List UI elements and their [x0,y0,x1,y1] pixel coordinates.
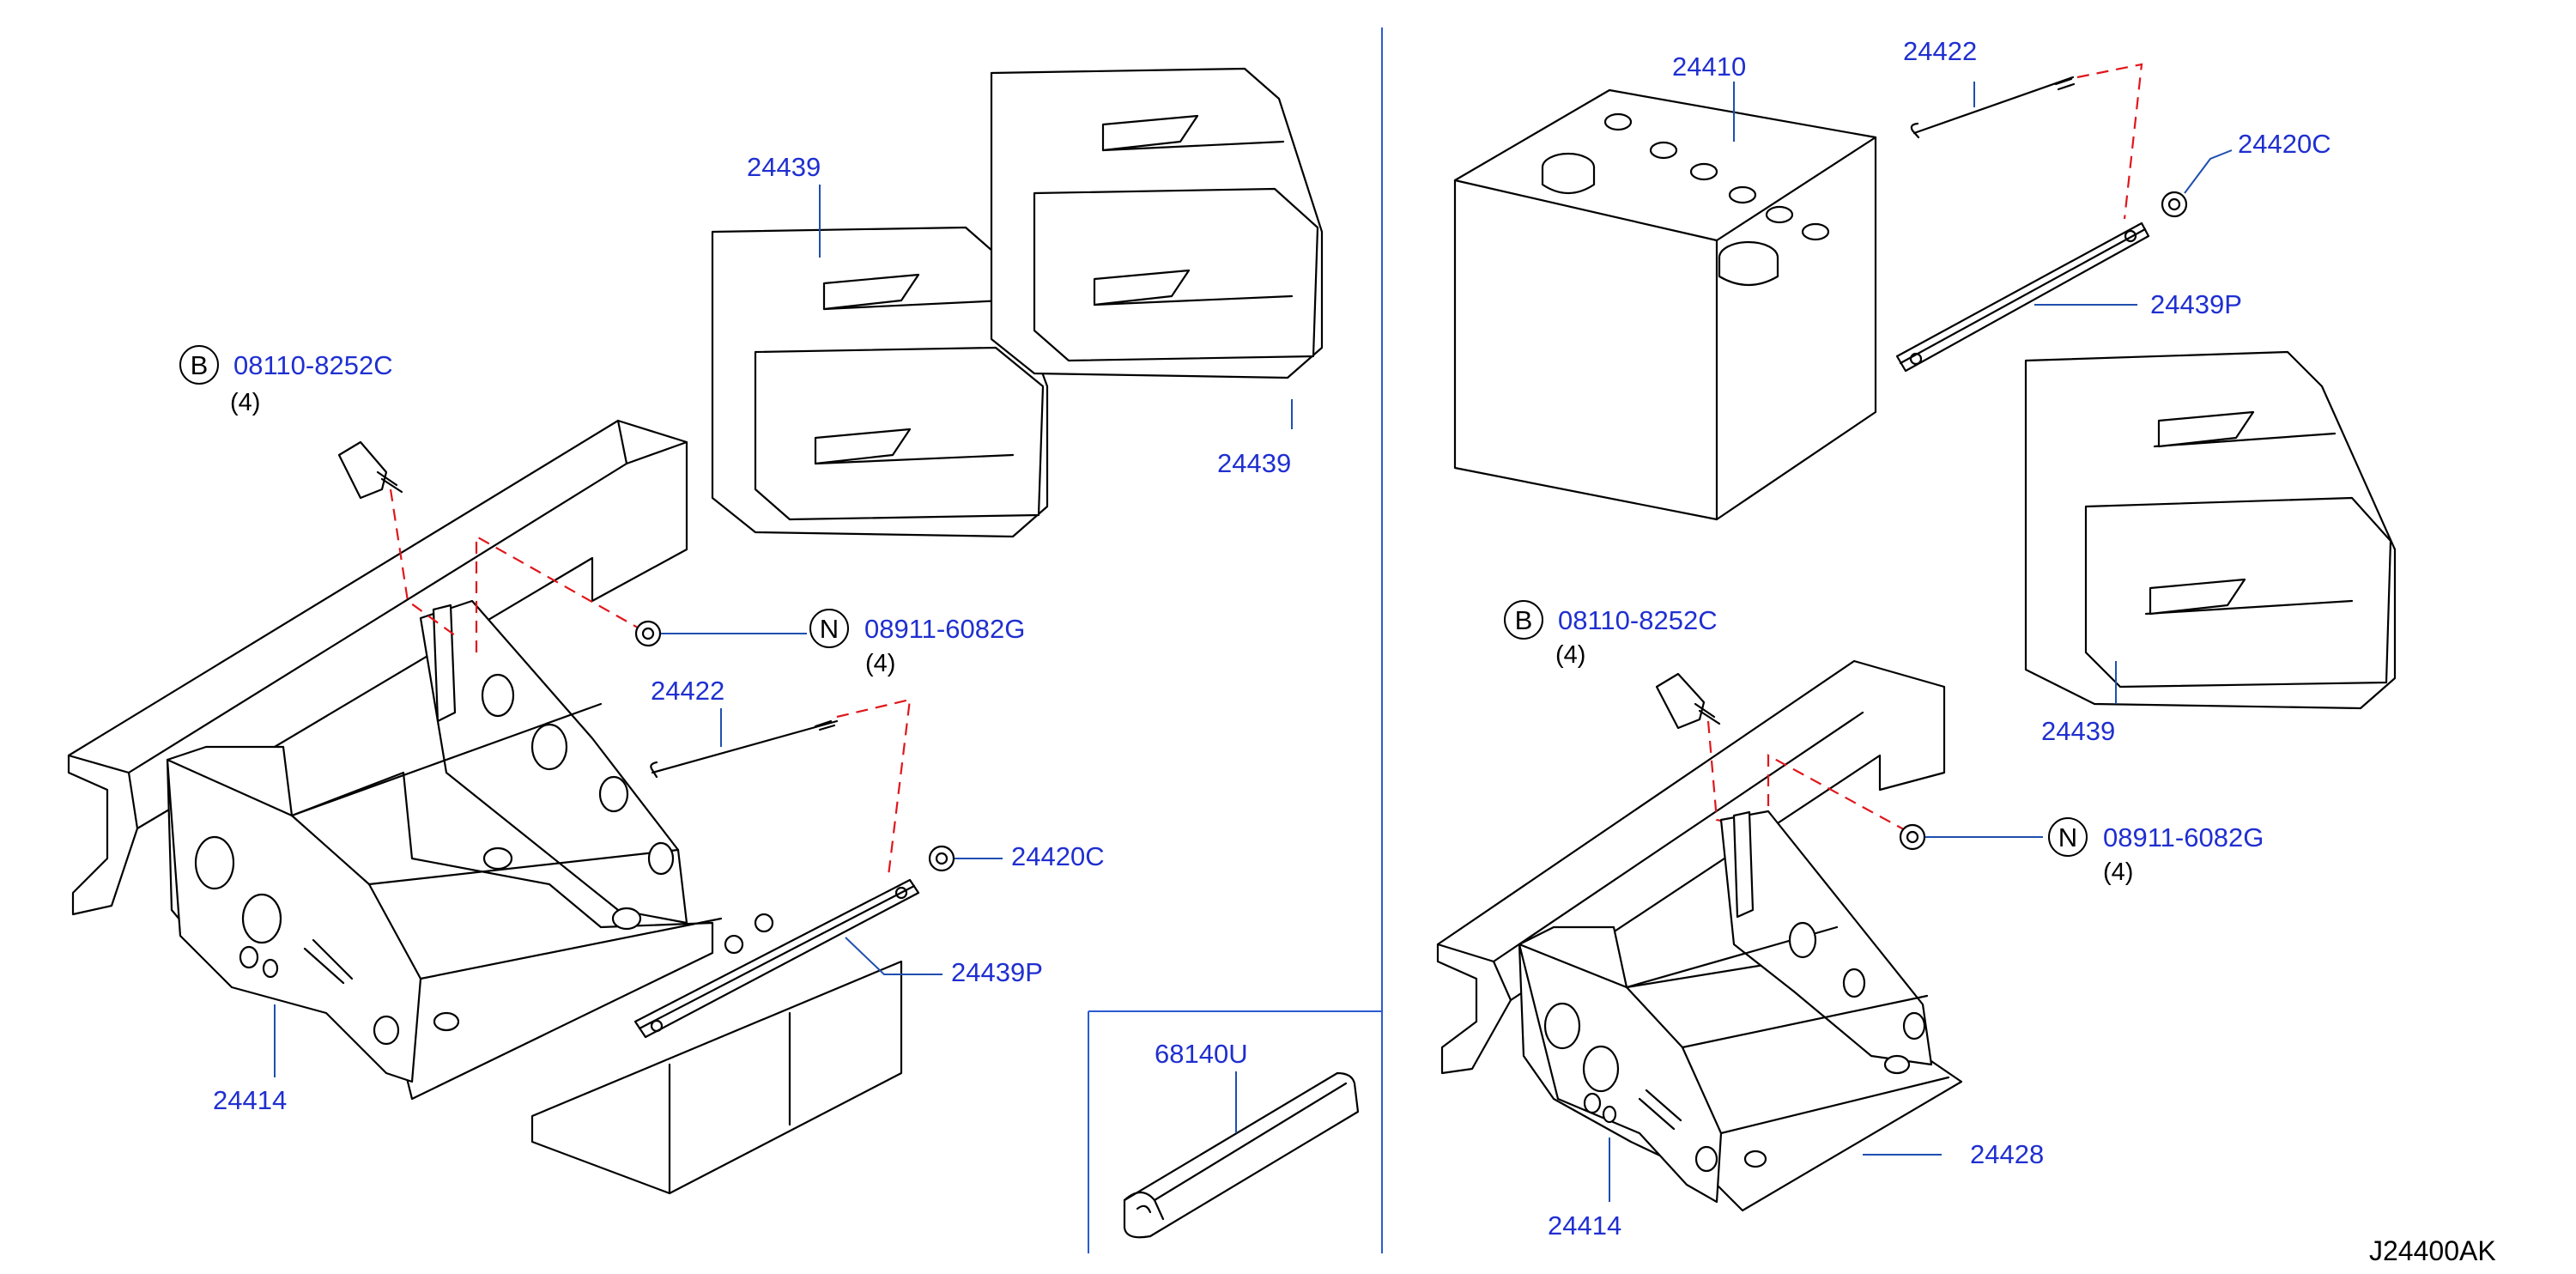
clamp-nut-left [928,845,955,872]
nut-right [1899,823,1926,851]
phantom-line-rod-left [836,698,912,877]
phantom-line-bolt-left [389,488,645,652]
label-tray-left: 24414 [213,1085,287,1115]
bolt-symbol-right [1504,600,1543,640]
bolt-part-number-left: 08110-8252C [233,350,393,380]
side-member-left [67,419,688,916]
label-rod-left: 24422 [651,676,724,706]
tie-box-right [2024,350,2397,710]
callout-nut-right: N 08911-6082G (4) [2048,817,2264,886]
leader-frame-left [845,937,943,975]
hold-down-frame-right [1895,221,2150,373]
label-plate-right: 24428 [1970,1139,2044,1169]
nut-part-number-left: 08911-6082G [864,614,1025,644]
leader-clamp-nut-right [2184,149,2233,194]
battery [1453,88,1877,521]
nut-letter-left: N [820,614,839,644]
battery-under-tray-left [530,913,903,1195]
side-member-right [1436,659,1946,1075]
label-tray-right: 24414 [1548,1210,1621,1241]
bolt-quantity-right: (4) [1555,641,1585,669]
bolt-letter-right: B [1515,605,1533,635]
label-box-upper-a: 24439 [747,152,821,182]
bolt-right [1655,672,1721,730]
bolt-quantity-left: (4) [230,389,260,416]
tie-box-upper-b [990,67,1324,379]
nut-part-number-right: 08911-6082G [2103,822,2264,852]
hold-down-frame-left [633,878,920,1039]
bolt-symbol-left [179,345,219,385]
label-rod-right: 24422 [1903,36,1977,66]
bolt-letter-left: B [191,350,209,380]
panel-separators [1088,27,1383,1253]
edge-trim [1123,1071,1360,1239]
nut-quantity-right: (4) [2103,858,2133,886]
label-clamp-nut-right: 24420C [2238,129,2331,159]
bolt-part-number-right: 08110-8252C [1558,605,1718,635]
hook-rod-right [1910,76,2076,139]
nut-left [634,620,662,647]
label-clamp-nut-left: 24420C [1011,841,1105,871]
battery-tray-left [166,599,723,1101]
label-box-upper-b: 24439 [1217,448,1291,478]
nut-symbol-right [2048,817,2088,857]
tie-box-upper-a [711,226,1049,538]
battery-tray-right [1518,810,1963,1212]
hook-rod-left [650,719,839,779]
callout-bolt-right: B 08110-8252C (4) [1504,600,1718,669]
nut-quantity-left: (4) [865,650,895,677]
label-battery: 24410 [1672,52,1746,82]
bolt-left [337,440,403,500]
label-box-right: 24439 [2041,716,2115,746]
diagram-code: J24400AK [2369,1235,2496,1266]
clamp-nut-right [2161,191,2188,218]
label-trim: 68140U [1155,1039,1248,1069]
callout-nut-left: N 08911-6082G (4) [809,609,1025,677]
nut-letter-right: N [2058,822,2077,852]
phantom-line-rod-right [2076,63,2143,220]
label-frame-left: 24439P [951,957,1043,987]
nut-symbol-left [809,609,849,648]
callout-bolt-left: B 08110-8252C (4) [179,345,393,416]
label-frame-right: 24439P [2150,289,2242,319]
